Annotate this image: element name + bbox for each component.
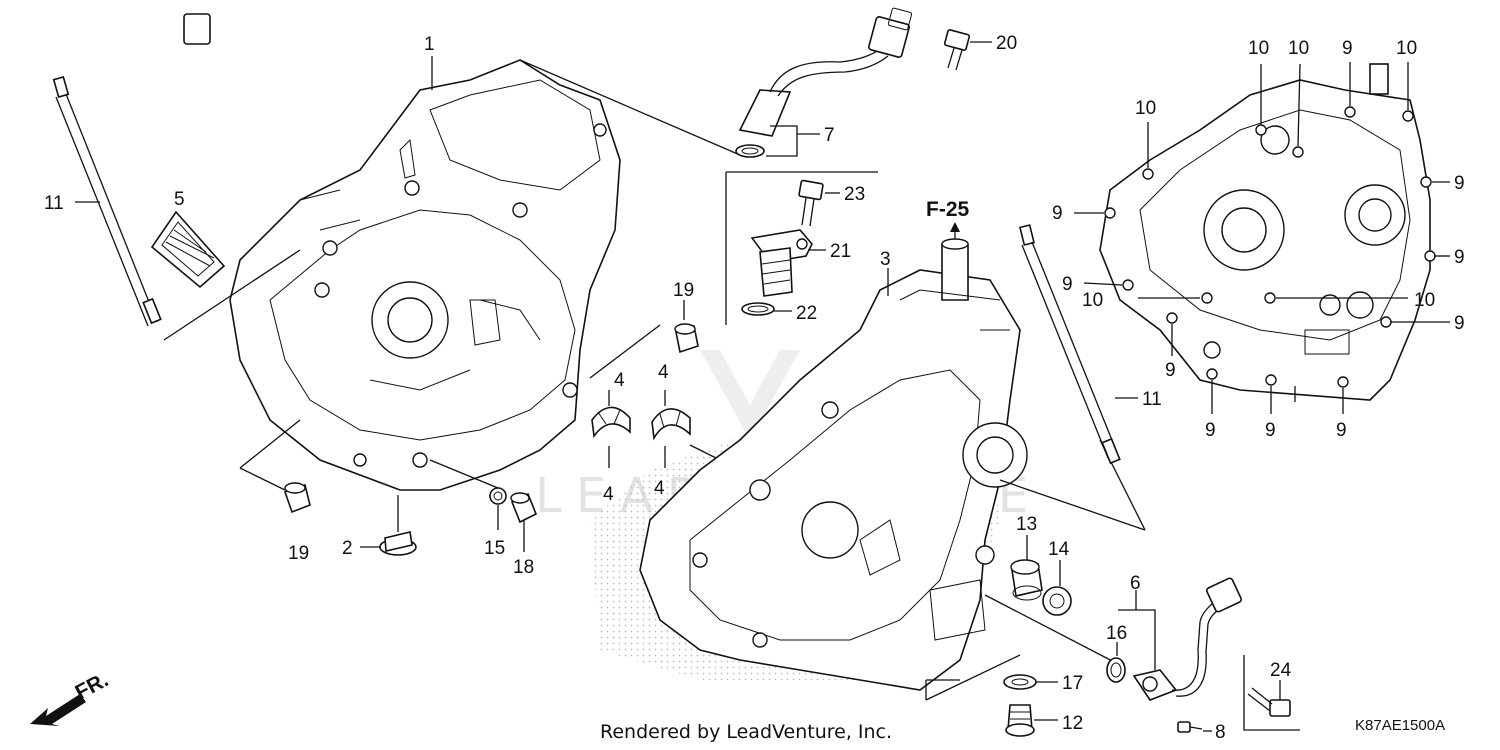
callout-9h: 9 [1205,420,1216,441]
callouts: 1 2 3 4 4 4 4 5 6 7 8 9 9 9 9 9 9 9 9 9 … [44,33,1465,743]
needle-bearing-13 [1010,559,1043,601]
callout-9f: 9 [1454,313,1465,334]
o-ring-16 [1106,657,1126,683]
callout-10f: 10 [1414,290,1435,311]
callout-1: 1 [424,34,435,55]
callout-17: 17 [1062,673,1083,694]
callout-8: 8 [1215,722,1226,743]
callout-12: 12 [1062,713,1083,734]
bolt-20 [943,29,971,71]
drain-bolt [379,495,417,556]
oil-seal-14 [1042,586,1072,616]
left-crankcase [229,59,621,491]
callout-9e: 9 [1062,274,1073,295]
stud-bolt-right [1019,224,1121,465]
rendered-by-credit: Rendered by LeadVenture, Inc. [600,721,892,743]
callout-3: 3 [880,249,891,270]
o-ring-15 [489,487,507,505]
bearing-shell-right [651,408,691,441]
drain-bolt-12 [1005,704,1035,737]
washer-17 [1003,674,1037,690]
callout-23: 23 [844,184,865,205]
callout-9i: 9 [1265,420,1276,441]
callout-19a: 19 [673,280,694,301]
callout-11a: 11 [44,193,64,214]
callout-10e: 10 [1082,290,1103,311]
figure-code: K87AE1500A [1355,717,1445,734]
callout-7: 7 [824,125,835,146]
callout-13: 13 [1016,514,1037,535]
callout-2: 2 [342,538,353,559]
callout-18: 18 [513,557,534,578]
callout-16: 16 [1106,623,1127,644]
crankcase-inner-view [1099,63,1436,402]
callout-4b: 4 [658,362,669,383]
callout-14: 14 [1048,539,1070,560]
callout-9c: 9 [1052,203,1063,224]
callout-9g: 9 [1165,360,1176,381]
sensor-7 [183,7,913,158]
callout-9b: 9 [1454,173,1465,194]
callout-9d: 9 [1454,247,1465,268]
screw-8 [1177,721,1203,733]
sensor-21 [750,229,813,297]
dowel-pin-lower [283,482,311,514]
callout-24: 24 [1270,660,1292,681]
callout-9j: 9 [1336,420,1347,441]
o-ring-22 [741,302,775,316]
collar-18 [510,492,538,524]
callout-22: 22 [796,303,817,324]
callout-5: 5 [174,189,185,210]
right-crankcase [639,238,1028,691]
callout-4a: 4 [614,370,625,391]
callout-20: 20 [996,33,1017,54]
bolt-24 [1247,687,1291,717]
bearing-shell-left [591,406,631,439]
front-arrow-icon: FR. [30,668,112,726]
callout-4d: 4 [654,478,665,499]
callout-15: 15 [484,538,505,559]
callout-4c: 4 [603,484,614,505]
callout-10d: 10 [1135,98,1156,119]
bolt-23 [798,179,824,227]
dowel-pin-upper [674,323,699,354]
callout-10c: 10 [1396,38,1417,59]
callout-9a: 9 [1342,38,1353,59]
section-reference: F-25 [926,198,970,221]
callout-21: 21 [830,241,851,262]
callout-11b: 11 [1142,389,1162,410]
callout-10a: 10 [1248,38,1269,59]
callout-10b: 10 [1288,38,1309,59]
callout-19b: 19 [288,543,309,564]
switch-sensor-6 [1132,577,1242,701]
oil-strainer [150,210,226,289]
stud-bolt-left [52,75,162,327]
callout-6: 6 [1130,573,1141,594]
